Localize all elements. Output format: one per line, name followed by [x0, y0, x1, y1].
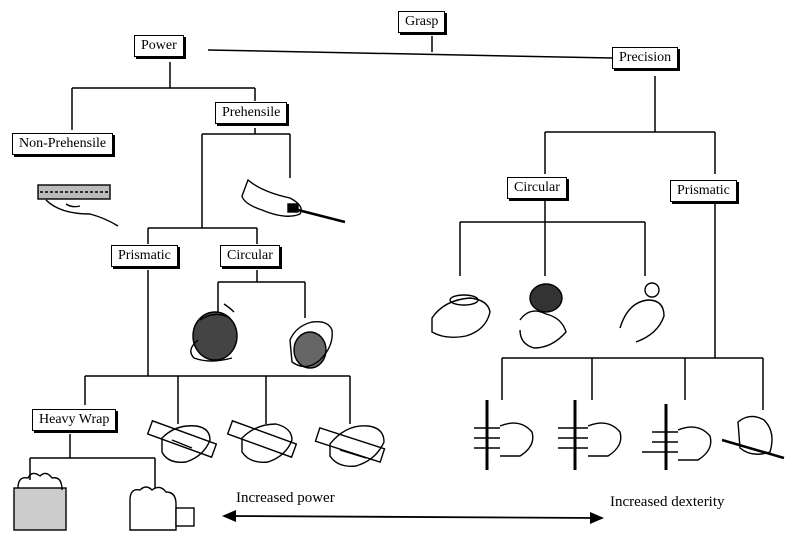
- node-power-circular: Circular: [220, 245, 280, 267]
- power-circular-hand-2: [289, 320, 333, 369]
- power-circular-hand-1: [190, 303, 238, 362]
- power-prismatic-hand-2: [226, 419, 298, 463]
- precision-circular-hand-2: [519, 283, 567, 349]
- increased-dexterity-label: Increased dexterity: [610, 494, 725, 510]
- node-precision-circular: Circular: [507, 177, 567, 199]
- precision-prismatic-hand-2: [558, 400, 622, 470]
- precision-prismatic-hand-4: [721, 415, 785, 460]
- node-heavy-wrap: Heavy Wrap: [32, 409, 117, 431]
- precision-prismatic-hand-1: [474, 400, 534, 470]
- node-non-prehensile: Non-Prehensile: [12, 133, 114, 155]
- power-prismatic-hand-1: [146, 419, 218, 463]
- heavy-wrap-hand-1: [13, 472, 67, 531]
- power-dexterity-arrow: [222, 510, 604, 524]
- tree-connectors: [29, 36, 764, 488]
- non-prehensile-hand-illustration: [37, 184, 119, 227]
- precision-circular-hand-3: [619, 282, 665, 343]
- hand-illustrations: [13, 178, 785, 531]
- power-prismatic-hand-3: [314, 425, 386, 467]
- node-prehensile: Prehensile: [215, 102, 288, 124]
- node-grasp: Grasp: [398, 11, 446, 33]
- precision-prismatic-hand-3: [642, 404, 712, 470]
- node-precision-prismatic: Prismatic: [670, 180, 737, 202]
- node-precision: Precision: [612, 47, 679, 69]
- increased-power-label: Increased power: [236, 490, 335, 506]
- node-power-prismatic: Prismatic: [111, 245, 178, 267]
- node-power: Power: [134, 35, 184, 57]
- prehensile-hand-illustration: [241, 178, 346, 224]
- precision-circular-hand-1: [431, 294, 491, 339]
- heavy-wrap-hand-2: [129, 486, 195, 531]
